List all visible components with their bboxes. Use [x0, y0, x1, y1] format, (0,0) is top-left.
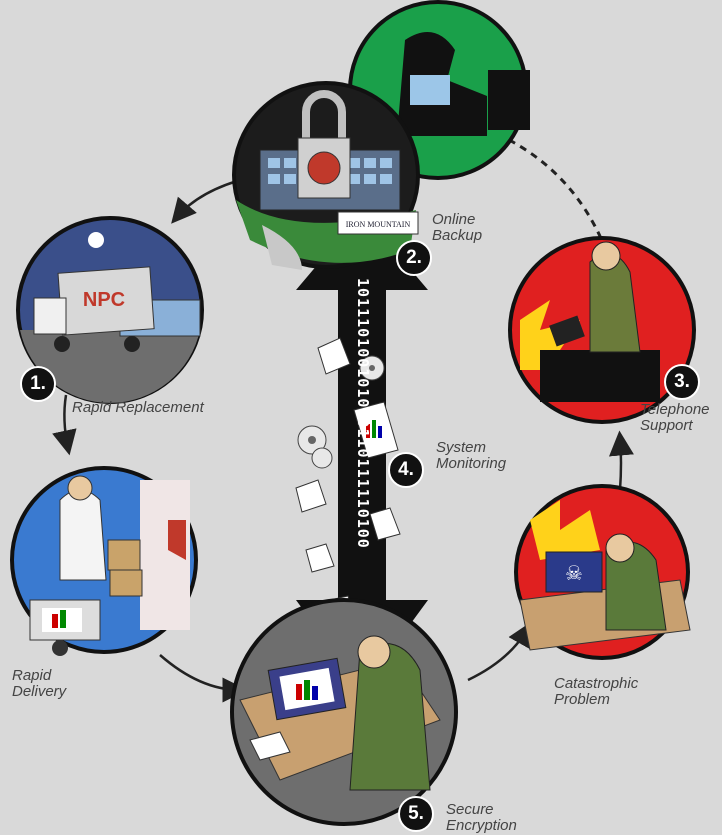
scene-online-backup: IRON MOUNTAIN: [232, 0, 530, 270]
skull-icon: ☠: [565, 563, 583, 585]
disc-icons: [297, 355, 385, 469]
monitoring-report-icon: [353, 401, 399, 459]
scene-secure-encryption: [230, 598, 458, 826]
step-badge-4: 4.: [388, 452, 424, 488]
arrow-delivery-to-encryption: [159, 654, 248, 703]
scene-rapid-delivery: [10, 466, 198, 656]
label-rapid-replacement: Rapid Replacement: [72, 399, 204, 416]
facility-sign: IRON MOUNTAIN: [346, 220, 411, 229]
truck-brand-logo: NPC: [83, 289, 125, 311]
arrow-problem-to-support: [608, 430, 634, 491]
step-badge-1: 1.: [20, 366, 56, 402]
arrow-replacement-to-delivery: [52, 394, 77, 456]
step-badge-5: 5.: [398, 796, 434, 832]
scene-telephone-support: [508, 236, 696, 424]
scene-catastrophic-problem: ☠: [514, 484, 691, 660]
step-badge-2: 2.: [396, 240, 432, 276]
arrow-encryption-to-problem: [467, 621, 532, 682]
binary-stream-text: 101110100101010110111110100: [354, 278, 372, 549]
step-badge-3: 3.: [664, 364, 700, 400]
scene-rapid-replacement: NPC: [16, 216, 204, 404]
